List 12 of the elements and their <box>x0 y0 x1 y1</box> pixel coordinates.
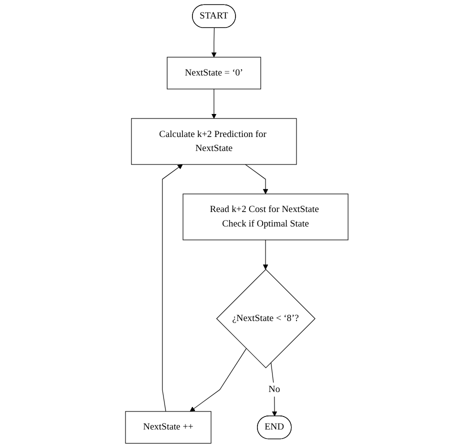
node-box: Calculate k+2 Prediction for NextState <box>130 118 296 165</box>
arrow <box>190 348 246 412</box>
arrow <box>211 28 216 58</box>
node-box: NextState ++ <box>124 411 212 444</box>
edge-label: No <box>268 384 280 394</box>
arrow <box>162 164 182 412</box>
node-diamond: ¿NextState < ‘8’? <box>216 268 316 368</box>
arrow <box>244 164 268 194</box>
node-box: NextState = ‘0’ <box>166 56 261 90</box>
node-box: Read k+2 Cost for NextState Check if Optimal State <box>182 194 348 240</box>
arrow <box>262 240 268 270</box>
arrow <box>211 88 216 119</box>
